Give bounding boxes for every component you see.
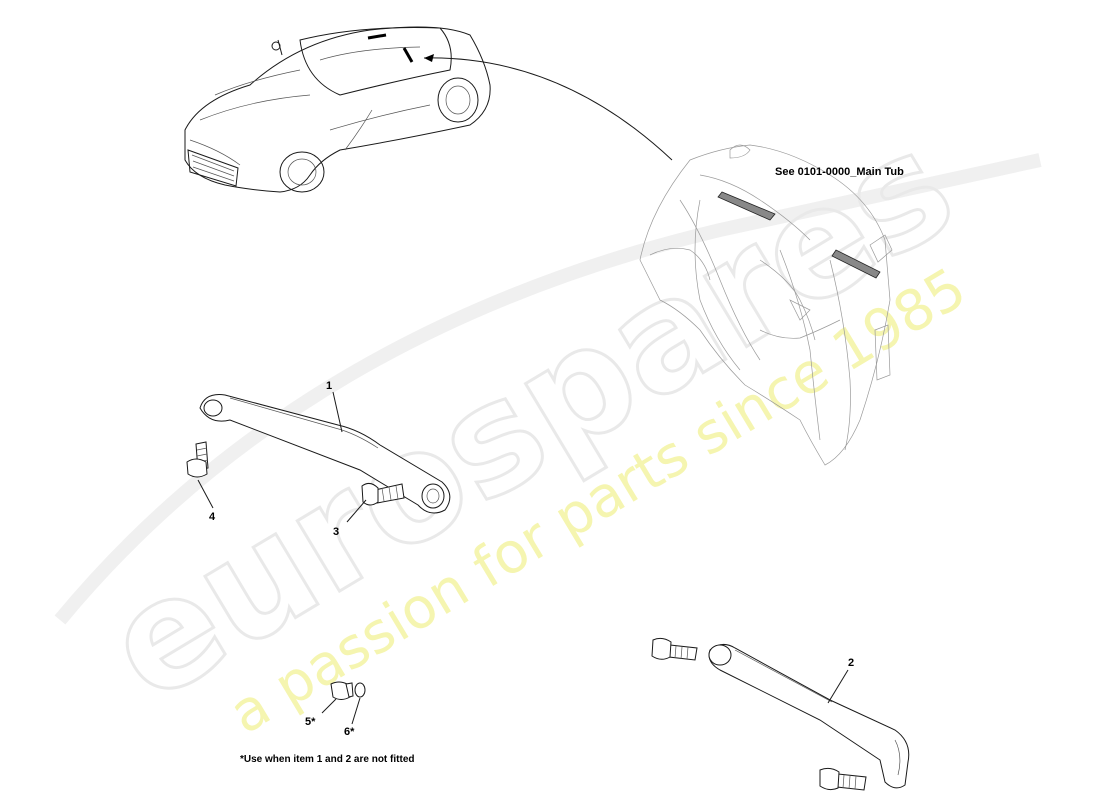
callout-item-5: 5*: [305, 716, 316, 728]
part-3-bolt: [361, 482, 405, 506]
watermark: eurospares a passion for parts since 198…: [54, 97, 1042, 747]
part-2-brace: [708, 644, 910, 789]
leader-item-2: [827, 669, 849, 704]
callout-item-1: 1: [326, 380, 332, 392]
part-5-plug: [330, 681, 354, 700]
footnote: *Use when item 1 and 2 are not fitted: [240, 754, 414, 765]
tub-strap-right: [831, 249, 881, 279]
tub-strap-left: [717, 191, 776, 221]
reference-arrow: [423, 57, 673, 161]
callout-item-6: 6*: [344, 726, 355, 738]
part-1-brace: [199, 394, 451, 514]
leader-item-6: [351, 697, 361, 725]
reference-arrowhead: [424, 54, 434, 62]
callout-item-4: 4: [209, 511, 216, 523]
part-6-washer: [354, 682, 366, 698]
part-2-upper-bolt: [651, 637, 698, 661]
leader-item-3: [346, 499, 367, 523]
main-tub-illustration: [639, 144, 893, 466]
leader-item-1: [332, 391, 343, 433]
part-2-lower-bolt: [819, 767, 867, 791]
leader-item-5: [321, 698, 337, 714]
reference-note: See 0101-0000_Main Tub: [775, 166, 904, 178]
car-overview-illustration: [184, 26, 491, 193]
callout-item-2: 2: [848, 657, 854, 669]
part-4-bolt: [186, 441, 209, 478]
leader-item-4: [197, 479, 214, 509]
callout-item-3: 3: [333, 526, 339, 538]
